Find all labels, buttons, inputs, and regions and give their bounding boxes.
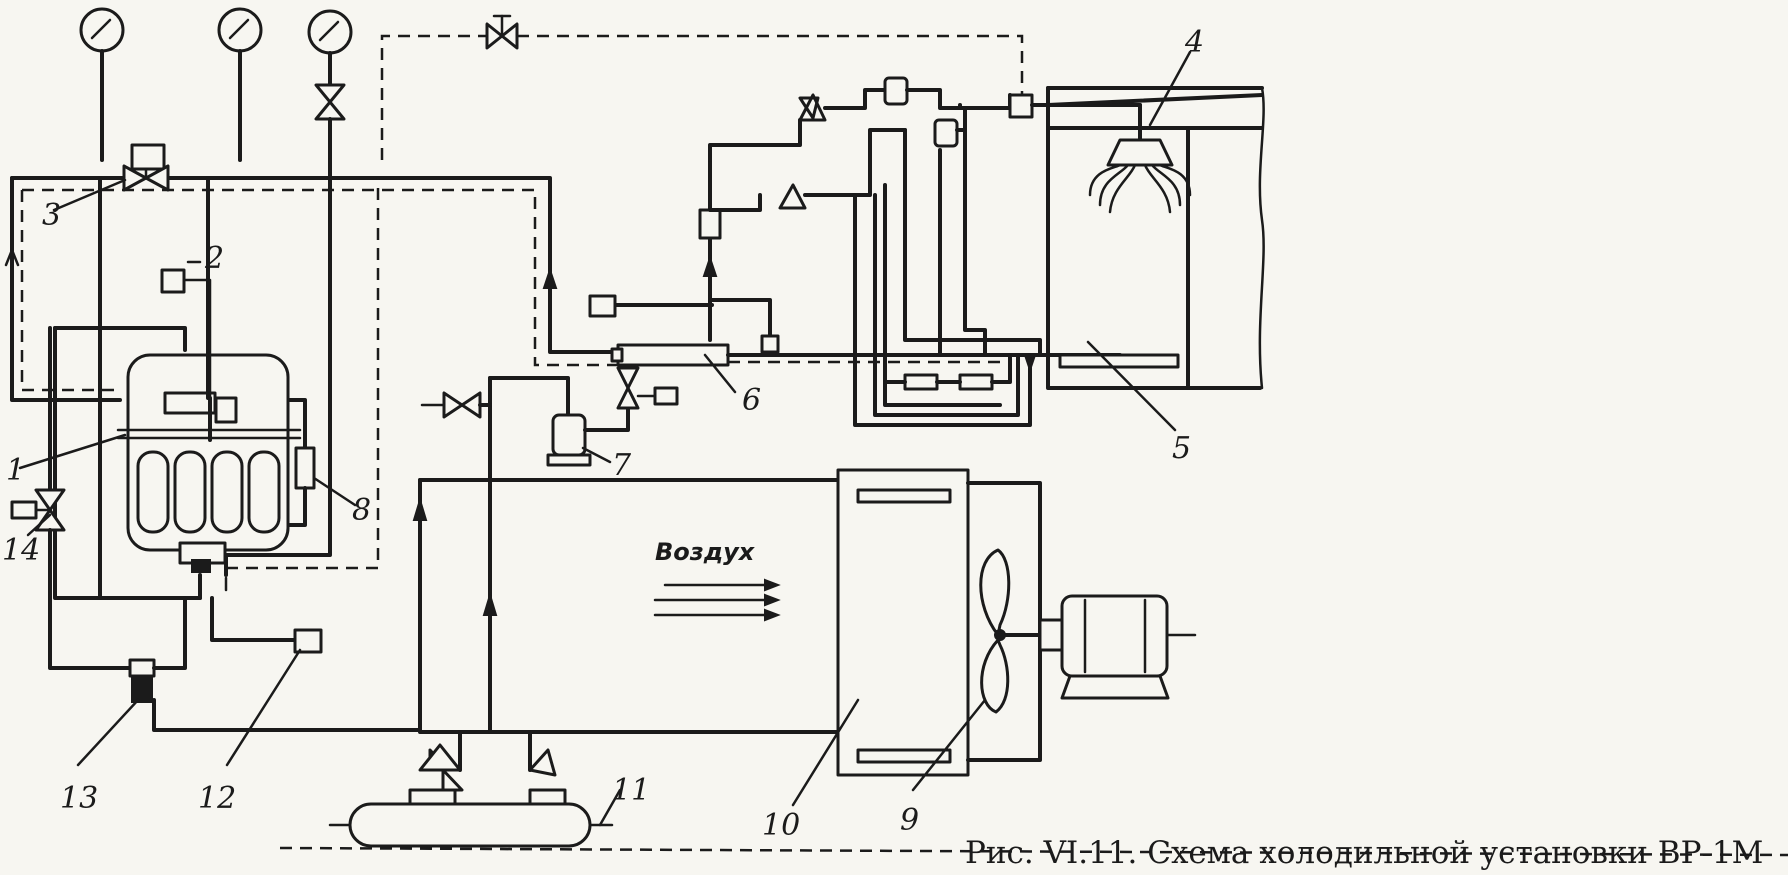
bottom-dashed-line [279, 846, 1788, 857]
valve-14 [10, 326, 132, 670]
air-label: Воздух [655, 538, 756, 566]
label-3: 3 [42, 198, 61, 233]
shutoff-valve-left [420, 391, 492, 419]
fan-motor [1038, 594, 1197, 700]
label-4: 4 [1184, 25, 1204, 60]
label-11: 11 [612, 773, 650, 808]
label-6: 6 [742, 383, 761, 418]
flow-arrow-up [542, 266, 558, 289]
label-5: 5 [1172, 431, 1191, 466]
compressor-1 [53, 176, 302, 600]
pressure-gauge-middle [217, 7, 263, 162]
dashed-bottom-line [226, 178, 380, 570]
gauge-valve [314, 83, 346, 162]
sensor-12 [210, 596, 323, 654]
manifold-6 [588, 158, 1122, 367]
dashed-return-left [20, 190, 118, 392]
air-flow-arrows: Воздух [653, 538, 781, 622]
label-9: 9 [900, 803, 919, 838]
receiver-11 [328, 730, 614, 848]
leader-lines [18, 50, 1192, 827]
air-cooler-cabinet [1046, 86, 1265, 390]
figure-caption: Рис. VI.11. Схема холодильной установки … [965, 835, 1763, 871]
pressure-gauge-right [307, 9, 353, 87]
valve-3 [122, 143, 170, 192]
flow-arrow-down [4, 248, 20, 267]
pressure-gauge-left [79, 7, 125, 162]
distributor-4 [1088, 103, 1192, 214]
sensor-13 [128, 478, 422, 732]
sensor-2 [160, 268, 212, 400]
main-header-line [10, 176, 620, 354]
label-7: 7 [612, 448, 632, 483]
label-10: 10 [762, 808, 800, 843]
discharge-line [224, 158, 332, 557]
label-8: 8 [352, 493, 371, 528]
dashed-header-line [22, 188, 618, 367]
manifold-valve [616, 366, 679, 410]
label-2: 2 [204, 241, 224, 276]
filter-8 [288, 398, 316, 527]
suction-line-left [10, 176, 122, 402]
label-12: 12 [198, 781, 236, 816]
label-13: 13 [60, 781, 98, 816]
dashed-equalizing-line [380, 14, 1024, 160]
label-1: 1 [6, 453, 25, 488]
evaporator-piping [708, 76, 1142, 427]
filter-dryer-7 [488, 376, 630, 467]
label-14: 14 [2, 533, 40, 568]
condenser-10 [412, 376, 1042, 777]
